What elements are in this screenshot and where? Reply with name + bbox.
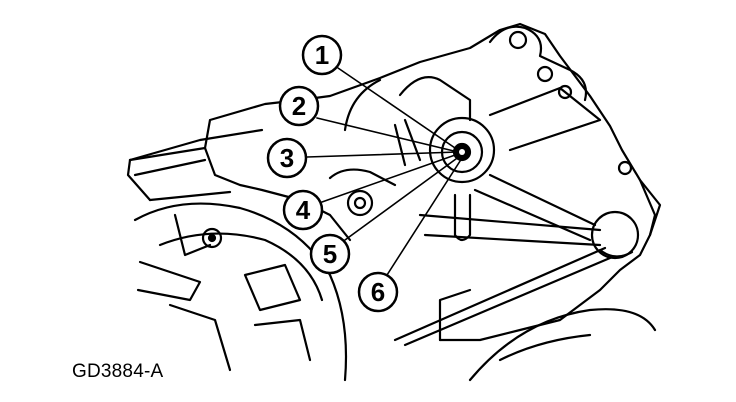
cast-rib-upper xyxy=(398,76,472,122)
cast-rib-lower-2 xyxy=(473,188,592,242)
flywheel-rim-inner xyxy=(158,232,324,302)
cast-rib-lower xyxy=(488,173,597,227)
flywheel-bolt-center xyxy=(207,233,217,243)
leader-line-2 xyxy=(316,117,459,153)
lower-casting-edge xyxy=(498,333,592,362)
flywheel-spoke-1 xyxy=(173,213,212,257)
bolt-hole-1 xyxy=(508,30,528,50)
housing-inner-edge xyxy=(203,146,352,242)
lower-casting-rim xyxy=(438,288,472,342)
callout-3-label: 3 xyxy=(280,143,294,173)
callout-4: 4 xyxy=(282,189,324,231)
chassis-plate xyxy=(128,128,264,202)
ball-joint xyxy=(590,210,640,260)
callout-3: 3 xyxy=(266,137,308,179)
flywheel-bolt xyxy=(201,227,223,249)
mount-boss-tab xyxy=(328,168,397,187)
callout-2: 2 xyxy=(278,85,320,127)
cast-web-left xyxy=(343,78,382,132)
lower-casting-bowl xyxy=(468,308,657,382)
mount-boss-inner xyxy=(353,196,367,210)
hub-bore-center xyxy=(459,149,465,155)
flywheel-spoke-4 xyxy=(253,318,312,362)
cast-rib-right xyxy=(488,86,602,152)
linkage-arm xyxy=(418,213,602,247)
hub-outer xyxy=(428,116,496,184)
callout-5: 5 xyxy=(309,233,351,275)
leader-line-5 xyxy=(344,155,461,241)
bolt-hole-3 xyxy=(557,84,573,100)
flywheel-spoke-2 xyxy=(243,263,302,312)
flywheel-rim xyxy=(133,202,348,382)
lower-rod xyxy=(393,246,612,347)
leader-line-3 xyxy=(306,151,459,158)
leader-line-1 xyxy=(337,67,459,151)
flywheel-spoke-5 xyxy=(168,303,232,372)
callout-1: 1 xyxy=(301,34,343,76)
callout-2-label: 2 xyxy=(292,91,306,121)
callout-5-label: 5 xyxy=(323,239,337,269)
outer-housing-line xyxy=(638,178,662,237)
leader-line-6 xyxy=(386,157,463,276)
callout-6: 6 xyxy=(357,271,399,313)
leader-line-4 xyxy=(321,153,459,203)
figure-code: GD3884-A xyxy=(72,361,164,382)
callout-4-label: 4 xyxy=(296,195,311,225)
bolt-hole-2 xyxy=(536,65,554,83)
callout-6-label: 6 xyxy=(371,277,385,307)
chassis-edge xyxy=(126,158,152,202)
bracket-flange xyxy=(488,25,588,102)
mount-boss-outer xyxy=(346,189,374,217)
flywheel-spoke-3 xyxy=(136,260,202,302)
ball-joint-shadow xyxy=(598,248,634,258)
callout-1-label: 1 xyxy=(315,40,329,70)
bolt-hole-4 xyxy=(617,160,633,176)
hub-boss xyxy=(453,193,472,242)
